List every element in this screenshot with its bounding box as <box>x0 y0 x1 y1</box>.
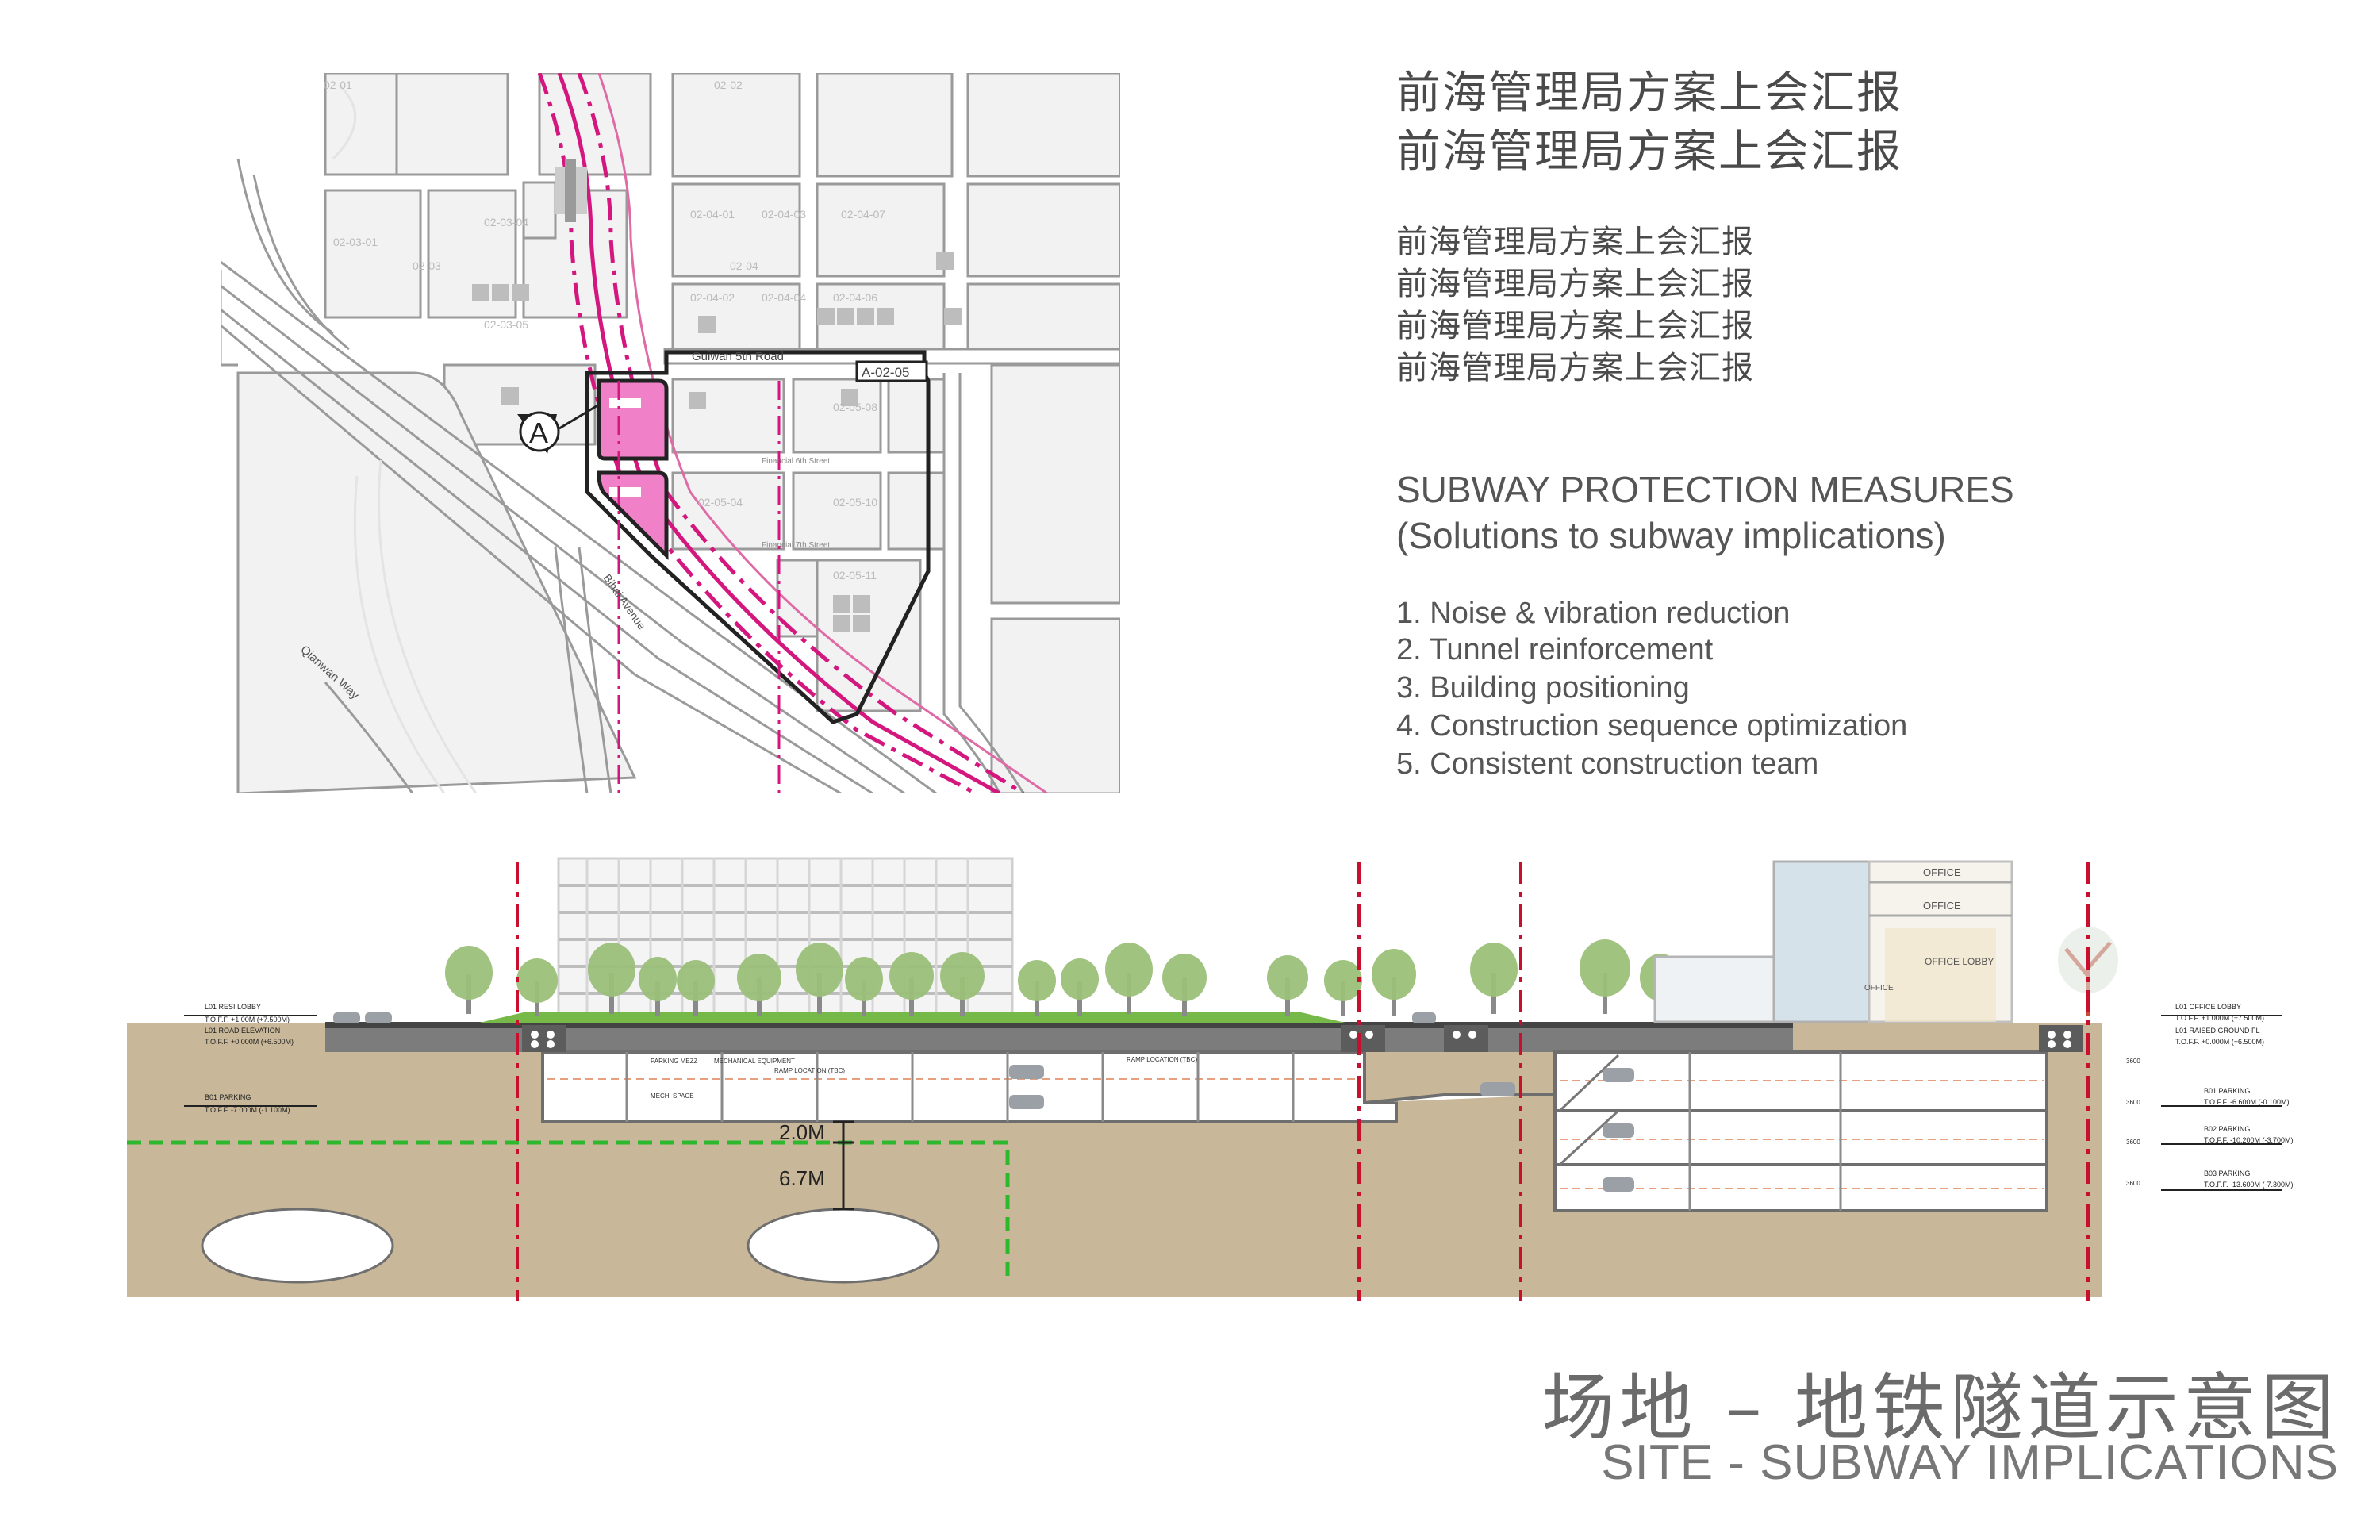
grid-label: 02-03-05 <box>484 318 528 331</box>
grid-label: 02-03 <box>413 259 441 272</box>
footer-title-en: SITE - SUBWAY IMPLICATIONS <box>1601 1435 2339 1490</box>
grid-label: 02-04-04 <box>762 291 806 304</box>
svg-text:B02 PARKING: B02 PARKING <box>2204 1125 2250 1133</box>
label-office-2: OFFICE <box>1923 900 1961 912</box>
svg-text:L01 OFFICE LOBBY: L01 OFFICE LOBBY <box>2175 1003 2241 1011</box>
dimension-upper: 2.0M <box>779 1120 825 1144</box>
svg-text:L01 RAISED GROUND FL: L01 RAISED GROUND FL <box>2175 1027 2260 1035</box>
svg-text:B03 PARKING: B03 PARKING <box>2204 1169 2250 1177</box>
measure-item-2: 2. Tunnel reinforcement <box>1396 633 1714 666</box>
protection-zone-line <box>127 1140 1010 1279</box>
grid-label: 02-05-10 <box>833 496 877 509</box>
road-label-finance7: Financial 7th Street <box>762 541 830 550</box>
grid-label: 02-04 <box>730 259 758 272</box>
svg-text:L01 RESI LOBBY: L01 RESI LOBBY <box>205 1003 261 1011</box>
residential-tower <box>557 857 1014 1019</box>
road-label-guiwan: Guiwan 5th Road <box>692 350 784 363</box>
pile-caps <box>522 1025 2083 1052</box>
svg-text:3600: 3600 <box>2126 1139 2140 1146</box>
svg-text:T.O.F.F. -10.200M (-3.700M): T.O.F.F. -10.200M (-3.700M) <box>2204 1136 2294 1144</box>
subway-tunnel-right <box>747 1208 940 1284</box>
facility-icons <box>472 252 962 632</box>
parcel-tag: A-02-05 <box>862 365 909 380</box>
highlighted-parcels <box>597 378 669 561</box>
svg-text:T.O.F.F. +1.00M (+7.500M): T.O.F.F. +1.00M (+7.500M) <box>205 1016 290 1023</box>
grid-label: 02-05-04 <box>698 496 743 509</box>
grid-label: 02-04-01 <box>690 208 735 221</box>
subtitle-cn-2: 前海管理局方案上会汇报 <box>1396 266 1754 302</box>
dimension-lines <box>833 1120 854 1211</box>
subtitle-cn-3: 前海管理局方案上会汇报 <box>1396 308 1754 344</box>
measure-item-5: 5. Consistent construction team <box>1396 747 1819 781</box>
svg-text:B01 PARKING: B01 PARKING <box>2204 1087 2250 1095</box>
left-level-labels: L01 RESI LOBBY T.O.F.F. +1.00M (+7.500M)… <box>184 1003 317 1114</box>
measure-item-3: 3. Building positioning <box>1396 671 1690 705</box>
measures-subheading: (Solutions to subway implications) <box>1396 515 1946 556</box>
grid-label: 02-04-02 <box>690 291 735 304</box>
subtitle-cn-1: 前海管理局方案上会汇报 <box>1396 224 1754 260</box>
measure-item-4: 4. Construction sequence optimization <box>1396 709 1908 743</box>
svg-text:T.O.F.F. +1.000M (+7.500M): T.O.F.F. +1.000M (+7.500M) <box>2175 1014 2264 1022</box>
section-marker: A <box>517 403 600 454</box>
svg-text:3600: 3600 <box>2126 1099 2140 1106</box>
right-level-labels: L01 OFFICE LOBBY T.O.F.F. +1.000M (+7.50… <box>2126 1003 2294 1191</box>
label-ramp-2: RAMP LOCATION (TBC) <box>1127 1056 1197 1063</box>
label-office-1: OFFICE <box>1923 866 1961 878</box>
svg-text:T.O.F.F. +0.000M (+6.500M): T.O.F.F. +0.000M (+6.500M) <box>205 1038 294 1046</box>
svg-text:3600: 3600 <box>2126 1058 2140 1065</box>
svg-text:T.O.F.F. +0.000M (+6.500M): T.O.F.F. +0.000M (+6.500M) <box>2175 1038 2264 1046</box>
grid-label: 02-04-07 <box>841 208 885 221</box>
title-cn-2: 前海管理局方案上会汇报 <box>1396 126 1902 178</box>
label-office-lobby: OFFICE LOBBY <box>1925 956 1994 967</box>
measure-item-1: 1. Noise & vibration reduction <box>1396 597 1791 630</box>
site-boundary <box>585 350 931 724</box>
boundary-lines <box>516 862 2090 1301</box>
svg-text:A: A <box>529 417 548 449</box>
footer-title-cn: 场地 – 地铁隧道示意图 <box>1541 1365 2339 1450</box>
label-mech: MECHANICAL EQUIPMENT <box>714 1058 795 1065</box>
label-mech-space: MECH. SPACE <box>651 1093 694 1100</box>
dimension-lower: 6.7M <box>779 1166 825 1190</box>
svg-text:T.O.F.F. -7.000M (-1.100M): T.O.F.F. -7.000M (-1.100M) <box>205 1106 290 1114</box>
grid-label: 02-01 <box>324 79 352 91</box>
grid-label: 02-03-04 <box>484 216 528 229</box>
measures-heading: SUBWAY PROTECTION MEASURES <box>1396 469 2014 510</box>
grid-label: 02-03-01 <box>333 236 378 248</box>
svg-text:B01 PARKING: B01 PARKING <box>205 1093 251 1101</box>
grid-label: 02-05-11 <box>833 569 877 582</box>
label-office-small: OFFICE <box>1864 984 1894 993</box>
cars <box>333 1012 1634 1192</box>
svg-text:T.O.F.F. -13.600M (-7.300M): T.O.F.F. -13.600M (-7.300M) <box>2204 1181 2294 1189</box>
svg-text:L01 ROAD ELEVATION: L01 ROAD ELEVATION <box>205 1027 280 1035</box>
svg-text:3600: 3600 <box>2126 1180 2140 1187</box>
title-cn-1: 前海管理局方案上会汇报 <box>1396 67 1902 119</box>
grid-label: 02-04-06 <box>833 291 877 304</box>
label-ramp-1: RAMP LOCATION (TBC) <box>774 1067 845 1074</box>
office-tower <box>1653 860 2013 1023</box>
label-parking-mezz: PARKING MEZZ <box>651 1058 698 1065</box>
subway-tunnel-left <box>201 1208 394 1284</box>
grid-label: 02-02 <box>714 79 743 91</box>
grid-label: 02-05-08 <box>833 401 877 413</box>
trees <box>445 939 1681 1016</box>
road-label-finance6: Financial 6th Street <box>762 457 830 466</box>
subtitle-cn-4: 前海管理局方案上会汇报 <box>1396 350 1754 386</box>
diagonal-roads <box>221 158 937 793</box>
grid-label: 02-04-03 <box>762 208 806 221</box>
svg-text:T.O.F.F. -6.600M (-0.100M): T.O.F.F. -6.600M (-0.100M) <box>2204 1098 2290 1106</box>
